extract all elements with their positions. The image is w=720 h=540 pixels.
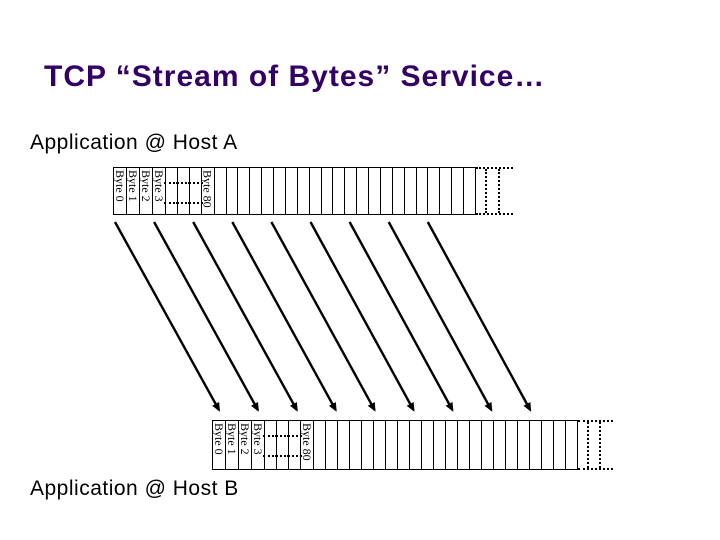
empty-cell	[530, 421, 542, 469]
empty-cell	[381, 168, 393, 214]
empty-cell	[554, 421, 566, 469]
byte-transfer-arrow	[113, 221, 221, 412]
empty-cell	[458, 421, 470, 469]
byte-label: Byte 2	[139, 170, 153, 202]
empty-cell	[298, 168, 310, 214]
byte-label: Byte 1	[225, 423, 239, 455]
empty-cell	[417, 168, 429, 214]
empty-cell	[250, 168, 263, 214]
empty-cell	[398, 421, 410, 469]
empty-cell	[410, 421, 422, 469]
empty-cell	[434, 421, 446, 469]
ellipsis-cell	[287, 421, 302, 469]
byte-cell: Byte 1	[126, 168, 140, 214]
byte-cell: Byte 3	[251, 421, 265, 469]
empty-cell	[405, 168, 417, 214]
empty-cell	[482, 421, 494, 469]
empty-cell	[542, 421, 554, 469]
byte-label: Byte 0	[113, 170, 127, 202]
dotted-separator	[587, 422, 589, 468]
byte-cell: Byte 2	[139, 168, 153, 214]
empty-cell	[446, 421, 458, 469]
host-a-row-continuation	[476, 167, 513, 215]
byte-transfer-arrow	[426, 221, 532, 412]
empty-cell	[566, 421, 577, 469]
byte-transfer-arrow	[192, 221, 298, 412]
byte-cell: Byte 80	[200, 168, 215, 214]
host-b-label: Application @ Host B	[30, 477, 239, 500]
dotted-separator	[599, 422, 601, 468]
byte-label: Byte 80	[200, 170, 215, 208]
byte-label: Byte 2	[238, 423, 252, 455]
dotted-separator	[498, 169, 500, 213]
byte-cell: Byte 0	[212, 421, 226, 469]
empty-cell	[470, 421, 482, 469]
ellipsis-cell	[263, 421, 278, 469]
empty-cell	[369, 168, 381, 214]
empty-cell	[215, 168, 227, 214]
ellipsis-cell	[164, 168, 179, 214]
empty-cell	[286, 168, 298, 214]
empty-cell	[238, 168, 251, 214]
empty-cell	[374, 421, 386, 469]
byte-label: Byte 3	[152, 170, 166, 202]
empty-cell	[357, 168, 369, 214]
empty-cell	[464, 168, 475, 214]
empty-cell	[338, 421, 350, 469]
empty-cell	[310, 168, 322, 214]
byte-transfer-arrow	[348, 221, 454, 412]
empty-cell	[314, 421, 326, 469]
empty-cell	[452, 168, 464, 214]
empty-cell	[362, 421, 374, 469]
ellipsis-cell	[175, 168, 191, 214]
empty-cell	[333, 168, 346, 214]
byte-transfer-arrow	[153, 221, 259, 412]
byte-label: Byte 3	[251, 423, 265, 455]
empty-cell	[262, 168, 274, 214]
empty-cell	[422, 421, 434, 469]
slide-title: TCP “Stream of Bytes” Service…	[44, 60, 546, 93]
empty-cell	[518, 421, 530, 469]
empty-cell	[326, 421, 338, 469]
empty-cell	[440, 168, 453, 214]
byte-transfer-arrow	[309, 221, 415, 412]
byte-label: Byte 1	[126, 170, 140, 202]
host-b-row-continuation	[578, 420, 613, 470]
empty-cell	[494, 421, 506, 469]
byte-label: Byte 0	[212, 423, 226, 455]
ellipsis-cell	[187, 168, 203, 214]
host-a-label: Application @ Host A	[30, 131, 238, 154]
empty-cell	[345, 168, 358, 214]
empty-cell	[227, 168, 239, 214]
empty-cell	[322, 168, 334, 214]
byte-label: Byte 80	[300, 423, 314, 461]
empty-cell	[350, 421, 362, 469]
ellipsis-cell	[275, 421, 290, 469]
byte-transfer-arrow	[387, 221, 493, 412]
byte-cell: Byte 3	[152, 168, 166, 214]
empty-cell	[428, 168, 441, 214]
byte-transfer-arrow	[270, 221, 376, 412]
byte-cell: Byte 0	[113, 168, 127, 214]
byte-cell: Byte 1	[225, 421, 239, 469]
byte-cell: Byte 2	[238, 421, 252, 469]
dotted-separator	[485, 169, 487, 213]
byte-transfer-arrow	[231, 221, 337, 412]
empty-cell	[274, 168, 286, 214]
byte-cell: Byte 80	[300, 421, 314, 469]
empty-cell	[386, 421, 398, 469]
empty-cell	[393, 168, 405, 214]
empty-cell	[506, 421, 518, 469]
